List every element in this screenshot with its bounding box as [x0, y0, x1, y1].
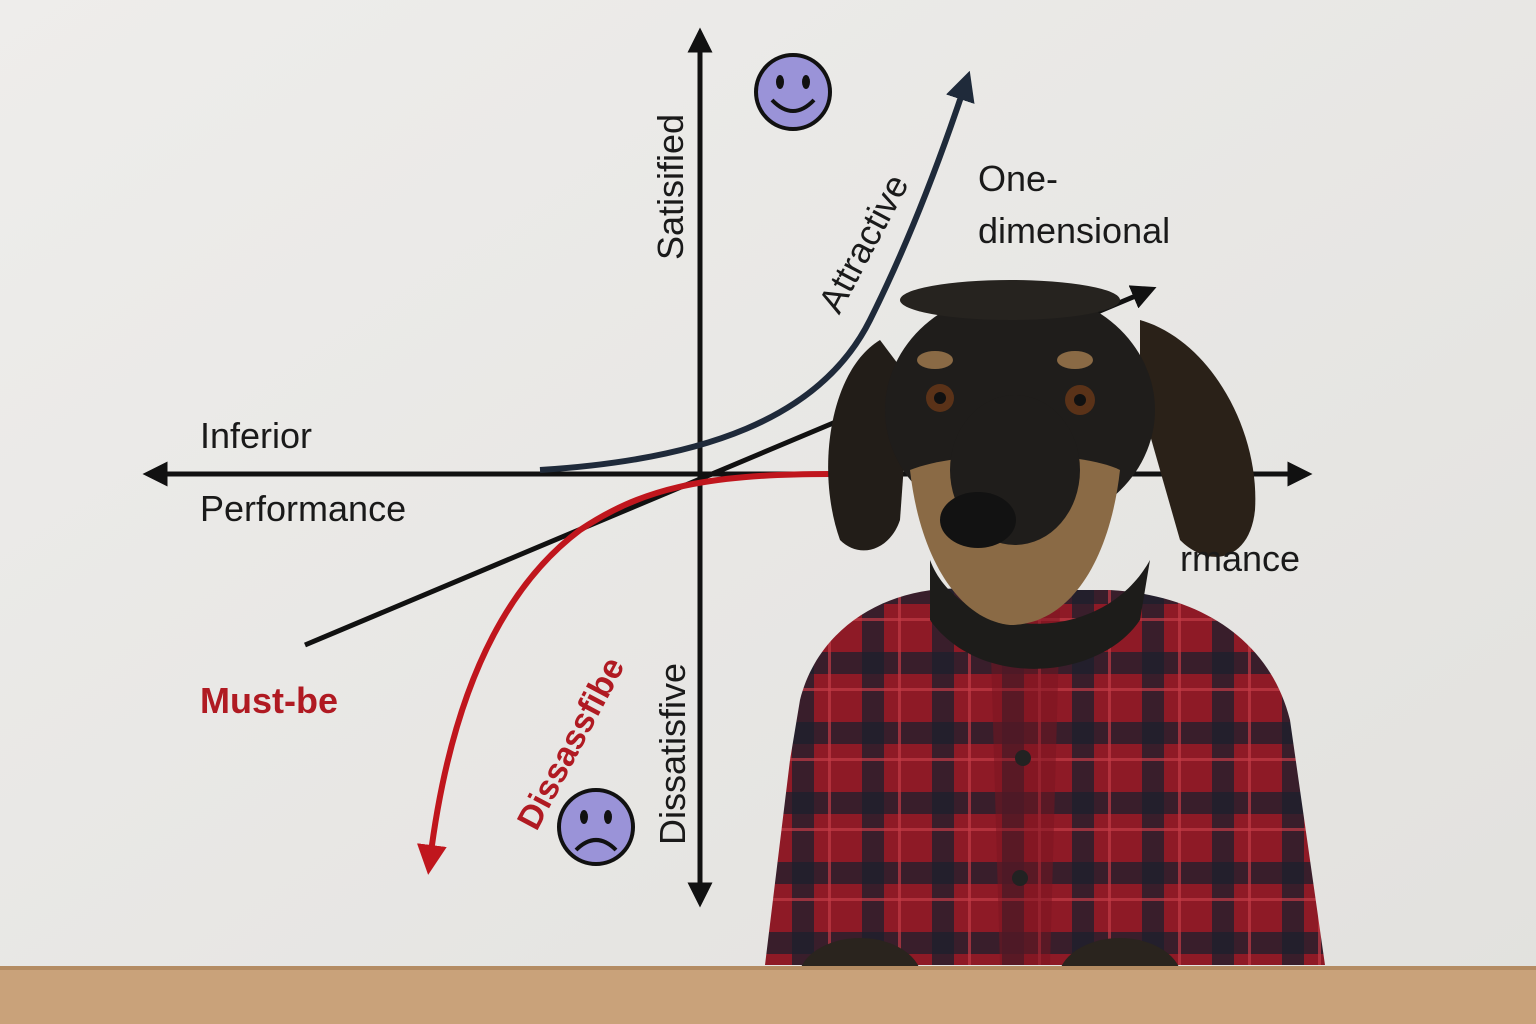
- satisfied-label: Satisified: [650, 113, 691, 260]
- smiley-face-icon: [754, 53, 832, 131]
- performance-right-label: rmance: [1180, 538, 1301, 579]
- one-dimensional-label-line2: dimensional: [978, 210, 1171, 251]
- dissatisfive-label: Dissatisfive: [652, 662, 693, 845]
- desk: [0, 966, 1536, 1024]
- frowny-face-icon: [557, 788, 635, 866]
- performance-left-label: Performance: [200, 488, 407, 529]
- must-be-curve: [416, 471, 831, 875]
- attractive-curve: [539, 70, 975, 473]
- dog: [765, 280, 1325, 1022]
- inferior-label: Inferior: [200, 415, 313, 456]
- must-be-label: Must-be: [200, 680, 338, 721]
- one-dimensional-label-line1: One-: [978, 158, 1059, 199]
